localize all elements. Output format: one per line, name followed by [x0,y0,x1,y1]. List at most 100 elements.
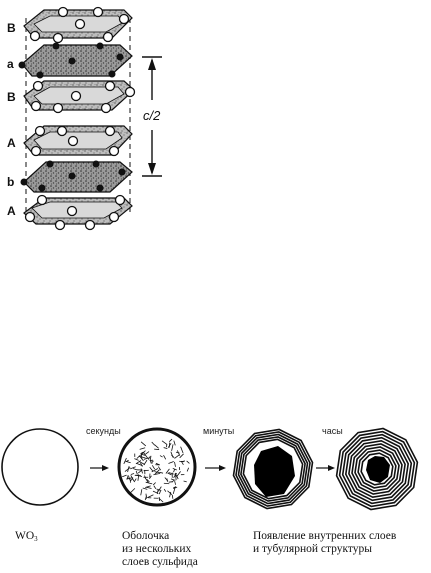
sulfide-fragment [183,480,187,483]
sulfide-fragment [186,460,190,464]
sulfide-fragment [152,482,156,486]
layer-ring [237,433,309,505]
sulfide-fragment [142,487,148,490]
layer-ring [360,452,394,486]
sulfide-fragment [154,469,160,475]
layer-ring [357,449,397,489]
sulfide-fragment [161,440,168,445]
sulfide-fragment [181,460,186,463]
sulfide-fragment [140,489,143,496]
sulfide-fragment [130,466,136,470]
sulfide-fragment [167,490,173,496]
sulfide-fragment [176,450,181,456]
sulfide-fragment [139,461,145,465]
sulfide-fragment [168,438,173,442]
core-large [254,446,295,497]
sulfide-fragment [123,457,127,465]
period-dimension [142,56,162,177]
sulfide-fragment [173,486,177,489]
sulfide-fragment [134,458,139,461]
sulfide-fragment [143,457,149,460]
sulfide-layer-fragments [122,438,190,503]
sulfide-fragment [159,472,164,474]
sulfide-fragment [171,444,174,451]
sulfide-fragment [140,462,143,467]
sulfide-fragment [136,454,142,459]
layer-ring [351,443,403,495]
layer-ring [348,439,406,499]
sulfide-fragment [140,441,147,447]
period-label: c/2 [143,108,161,123]
sulfide-fragment [151,465,155,470]
caption-wo3-subscript: 3 [34,535,38,543]
sulfide-fragment [135,470,138,475]
sulfide-fragment [143,452,149,459]
sulfide-fragment [164,477,169,482]
sulfide-fragment [132,468,137,471]
wo3-particle [1,428,79,506]
layer-ring [240,436,306,502]
layer-slab-5 [23,161,133,193]
sulfide-fragment [158,490,161,495]
layer-ring [344,436,410,502]
layer-ring [232,428,314,510]
sulfide-shell-particle [117,427,197,507]
sulfide-fragment [149,467,154,472]
layer-ring [335,427,419,511]
sulfide-fragment [156,488,162,491]
sulfide-fragment [128,476,130,480]
layer-label-4: A [7,136,16,150]
sulfide-fragment [129,477,131,483]
sulfide-fragment [180,446,184,454]
inner-layers-particle [232,428,314,510]
sulfide-fragment [172,467,177,471]
sulfide-fragment [151,441,155,446]
sulfide-fragment [140,453,143,460]
sulfide-fragment [141,453,146,456]
sulfide-fragment [127,466,130,473]
sulfide-fragment [171,479,175,483]
sulfide-fragment [143,459,148,466]
layer-label-1: B [7,21,16,35]
sulfide-fragment [149,460,152,464]
caption-growth-line-2: и тубулярной структуры [253,543,373,555]
sulfide-fragment [145,481,153,485]
sulfide-fragment [154,444,159,449]
caption-growth-line-1: Появление внутренних слоев [253,530,397,542]
sulfide-fragment [151,468,159,473]
sulfide-fragment [157,466,161,471]
sulfide-fragment [167,442,172,448]
time-label-hours: часы [322,426,343,436]
layer-label-5: b [7,175,14,189]
sulfide-fragment [156,490,159,494]
sulfide-fragment [167,472,172,476]
sulfide-fragment [149,475,152,480]
sulfide-fragment [133,478,137,483]
sulfide-fragment [125,459,129,463]
sulfide-fragment [176,471,181,477]
sulfide-fragment [155,462,161,466]
sulfide-fragment [170,478,176,481]
core-small [366,456,390,483]
sulfide-fragment [146,486,152,489]
sulfide-fragment [144,477,149,484]
sulfide-fragment [122,474,127,478]
sulfide-fragment [173,440,176,446]
sulfide-fragment [145,451,150,455]
sulfide-fragment [126,475,129,480]
layer-ring [341,433,413,505]
layer-ring [235,431,311,507]
sulfide-fragment [163,447,168,449]
sulfide-fragment [146,479,150,483]
sulfide-fragment [168,472,174,475]
sulfide-fragment [140,451,144,454]
sulfide-fragment [159,455,163,458]
sulfide-fragment [163,488,167,492]
sulfide-fragment [153,473,161,476]
caption-wo3-main: WO [15,530,35,542]
sulfide-fragment [139,447,146,450]
arrow-1 [90,465,109,471]
sulfide-fragment [126,477,134,479]
